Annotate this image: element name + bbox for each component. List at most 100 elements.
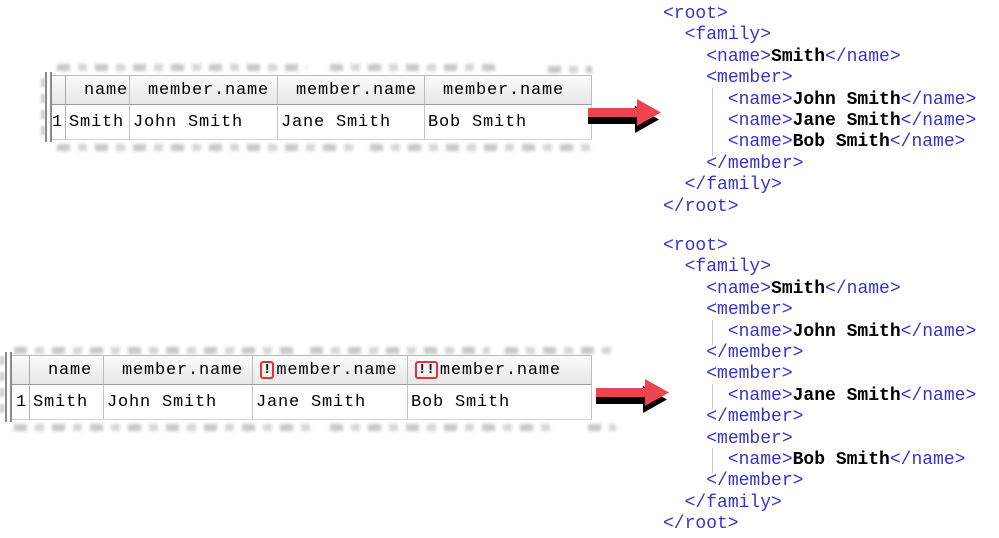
xml-line: </family> xyxy=(663,493,976,514)
xml-text-value xyxy=(663,407,706,427)
xml-tag: <member> xyxy=(706,364,793,385)
xml-text-value xyxy=(663,111,728,131)
xml-line: </member> xyxy=(663,154,976,175)
xml-tag: <member> xyxy=(706,428,793,449)
row-number-cell: 1 xyxy=(52,105,66,140)
xml-tag: <member> xyxy=(706,300,793,321)
xml-text-value xyxy=(663,154,706,174)
xml-line: <root> xyxy=(663,4,976,25)
xml-output-split[interactable]: <root> <family> <name>Smith</name> <memb… xyxy=(663,236,976,536)
xml-line: </member> xyxy=(663,407,976,428)
redacted-blur xyxy=(14,347,294,354)
xml-text-value xyxy=(663,322,728,342)
xml-output-merged[interactable]: <root> <family> <name>Smith</name> <memb… xyxy=(663,4,976,218)
xml-line: <family> xyxy=(663,257,976,278)
column-header[interactable]: member.name xyxy=(130,75,278,105)
grid-table-split: name member.name !member.name!!member.nam… xyxy=(12,355,592,420)
grid-cell[interactable]: John Smith xyxy=(104,385,253,420)
row-number-cell: 1 xyxy=(12,385,30,420)
xml-line: <name>Jane Smith</name> xyxy=(663,109,976,135)
xml-text-value xyxy=(663,300,706,320)
xml-text-value xyxy=(663,175,685,195)
column-header-label: name xyxy=(73,80,129,100)
xml-line: <member> xyxy=(663,68,976,89)
xml-tag: </name> xyxy=(900,89,977,110)
column-header[interactable]: name xyxy=(30,355,104,385)
redacted-blur xyxy=(330,64,500,71)
column-header-label: member.name xyxy=(439,360,561,380)
column-header[interactable]: !member.name xyxy=(253,355,408,385)
redacted-blur xyxy=(505,347,613,354)
xml-line: <name>Jane Smith</name> xyxy=(663,383,976,410)
grid-cell[interactable]: John Smith xyxy=(130,105,278,140)
indent-guide-line xyxy=(712,87,714,114)
window-edge-bar xyxy=(5,352,12,422)
column-header[interactable]: member.name xyxy=(425,75,592,105)
xml-text-value: Smith xyxy=(771,278,826,299)
xml-text-value xyxy=(663,47,706,67)
xml-tag: <name> xyxy=(727,132,793,153)
grid-cell[interactable]: Smith xyxy=(30,385,104,420)
xml-tag: <member> xyxy=(706,68,793,89)
redacted-blur xyxy=(41,78,45,140)
xml-text-value xyxy=(663,450,728,470)
indent-guide-line xyxy=(712,130,714,156)
xml-tag: </member> xyxy=(706,471,804,492)
grid-cell[interactable]: Smith xyxy=(66,105,130,140)
xml-text-value: Jane Smith xyxy=(792,111,901,132)
xml-line: </member> xyxy=(663,471,976,492)
xml-text-value: Smith xyxy=(771,46,826,67)
xml-text-value xyxy=(663,429,706,449)
xml-tag: </member> xyxy=(706,407,804,428)
xml-tag: </family> xyxy=(684,492,782,513)
grid-table-merged: name member.name member.name member.name… xyxy=(52,75,592,140)
xml-line: <member> xyxy=(663,300,976,321)
xml-tag: <root> xyxy=(663,4,728,24)
xml-tag: <name> xyxy=(727,450,793,471)
xml-text-value: Jane Smith xyxy=(792,385,901,406)
xml-tag: <name> xyxy=(727,321,793,342)
grid-cell[interactable]: Bob Smith xyxy=(408,385,592,420)
xml-line: </root> xyxy=(663,514,976,535)
xml-text-value xyxy=(663,364,706,384)
xml-tag: </name> xyxy=(900,321,977,342)
xml-tag: <family> xyxy=(684,257,772,278)
xml-line: <name>Smith</name> xyxy=(663,47,976,68)
xml-tag: </name> xyxy=(889,132,966,153)
grid-cell[interactable]: Jane Smith xyxy=(253,385,408,420)
xml-line: <root> xyxy=(663,236,976,257)
xml-tag: </name> xyxy=(825,278,901,299)
redacted-blur xyxy=(548,66,592,73)
column-header[interactable]: member.name xyxy=(278,75,425,105)
xml-tag: <family> xyxy=(684,25,772,46)
xml-tag: </name> xyxy=(889,450,966,471)
corner-cell xyxy=(12,355,30,385)
column-header[interactable]: name xyxy=(66,75,130,105)
xml-tag: <name> xyxy=(727,89,793,110)
xml-text-value xyxy=(663,90,728,110)
indent-guide-line xyxy=(712,109,714,135)
xml-tag: </root> xyxy=(663,514,739,535)
grid-cell[interactable]: Bob Smith xyxy=(425,105,592,140)
xml-tag: </member> xyxy=(706,343,804,364)
xml-line: <name>Bob Smith</name> xyxy=(663,130,976,156)
xml-line: <family> xyxy=(663,25,976,46)
corner-cell xyxy=(52,75,66,105)
xml-text-value xyxy=(663,386,728,406)
xml-line: <member> xyxy=(663,429,976,450)
xml-text-value xyxy=(663,68,706,88)
xml-text-value: Bob Smith xyxy=(792,132,890,153)
grid-cell[interactable]: Jane Smith xyxy=(278,105,425,140)
redacted-blur xyxy=(57,144,357,151)
column-header-label: member.name xyxy=(111,360,244,380)
redacted-blur xyxy=(370,144,590,151)
xml-line: <name>Bob Smith</name> xyxy=(663,448,976,474)
column-header[interactable]: !!member.name xyxy=(408,355,592,385)
redacted-blur xyxy=(588,424,616,431)
column-header[interactable]: member.name xyxy=(104,355,253,385)
xml-line: <member> xyxy=(663,364,976,385)
redacted-blur xyxy=(0,356,4,418)
transform-arrow-icon xyxy=(596,379,669,413)
xml-line: <name>John Smith</name> xyxy=(663,319,977,346)
column-header-label: member.name xyxy=(432,80,565,100)
